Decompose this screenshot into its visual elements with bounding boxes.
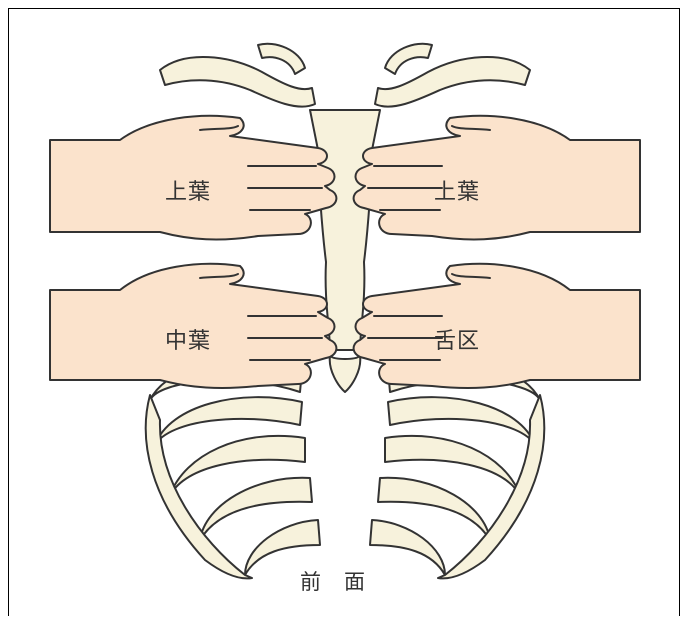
caption-front-view: 前 面 [300,566,366,596]
xiphoid-process [330,356,361,392]
right-upper-hand [354,116,640,240]
right-lower-hand [354,264,640,388]
left-clavicle-hook [258,44,305,74]
right-clavicle-hook [385,44,432,74]
label-upper-lobe-left: 上葉 [165,174,211,206]
label-middle-lobe: 中葉 [165,323,211,355]
label-upper-lobe-right: 上葉 [434,174,480,206]
label-lingula: 舌区 [434,323,480,355]
right-rib [370,520,445,575]
